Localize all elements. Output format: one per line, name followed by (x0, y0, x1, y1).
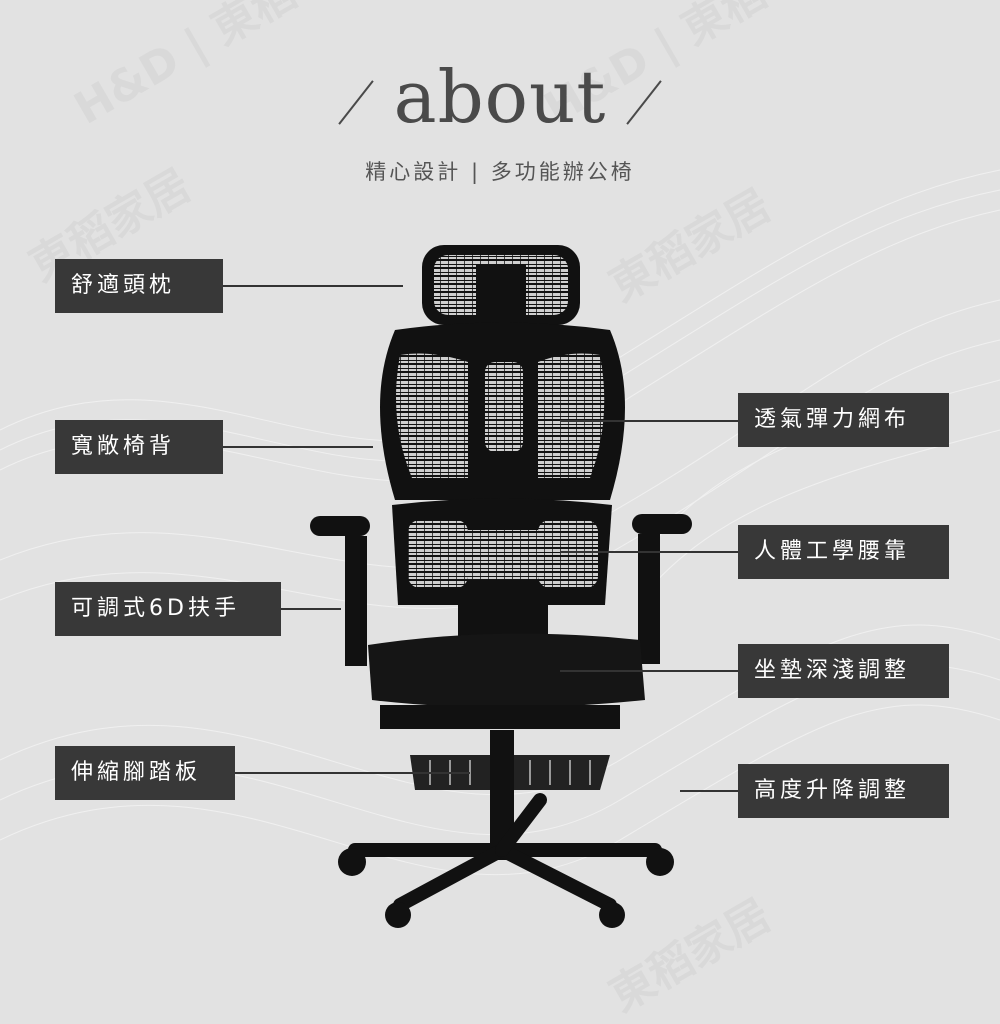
feature-label-lumbar: 人體工學腰靠 (738, 525, 949, 579)
feature-label-backrest: 寬敞椅背 (55, 420, 223, 474)
page-subtitle: 精心設計 | 多功能辦公椅 (365, 160, 635, 184)
feature-label-mesh: 透氣彈力網布 (738, 393, 949, 447)
office-chair-image (310, 245, 692, 928)
feature-label-headrest: 舒適頭枕 (55, 259, 223, 313)
pointer-line (223, 446, 373, 448)
pointer-line (560, 670, 738, 672)
feature-label-height: 高度升降調整 (738, 764, 949, 818)
feature-label-seat-depth: 坐墊深淺調整 (738, 644, 949, 698)
pointer-line (281, 608, 341, 610)
pointer-line (560, 420, 738, 422)
pointer-line (223, 285, 403, 287)
feature-label-armrest: 可調式6D扶手 (55, 582, 281, 636)
pointer-line (235, 772, 470, 774)
pointer-line (560, 551, 738, 553)
feature-label-footrest: 伸縮腳踏板 (55, 746, 235, 800)
page-title: about (393, 55, 607, 139)
pointer-line (680, 790, 738, 792)
